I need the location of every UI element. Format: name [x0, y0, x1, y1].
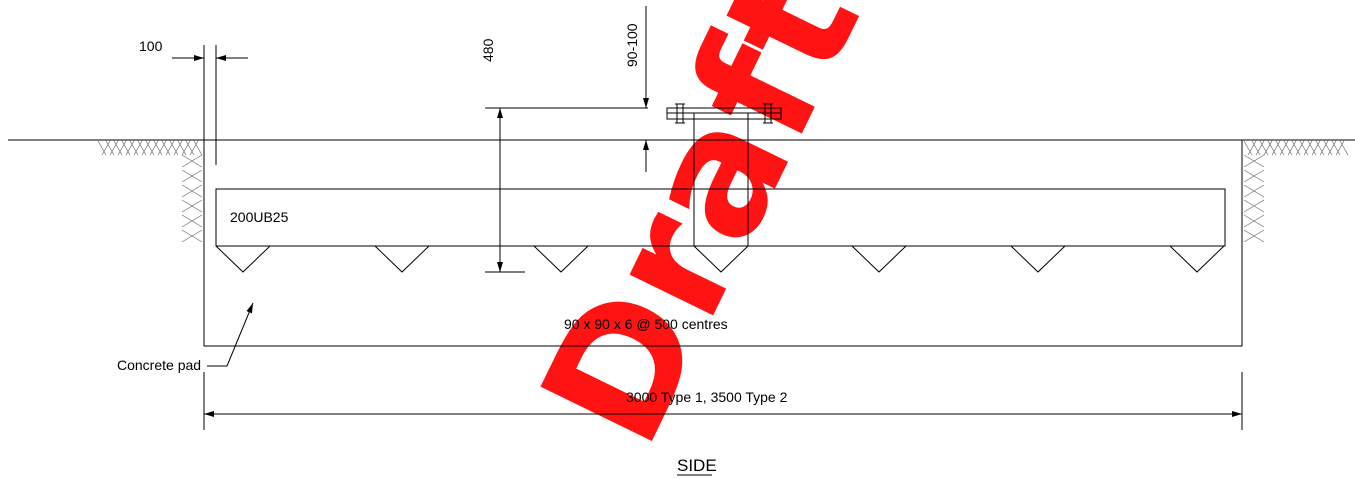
- pad-leader: [207, 302, 254, 367]
- dim-depth-label: 480: [480, 38, 496, 62]
- soil-hatch-right: [1243, 140, 1349, 243]
- pad-label: Concrete pad: [117, 357, 201, 373]
- angle-anchor: [533, 245, 589, 273]
- dim-edge-label: 100: [139, 38, 163, 54]
- dim-depth: [485, 107, 648, 273]
- soil-hatch-left: [97, 140, 203, 243]
- post-assembly: [666, 103, 782, 273]
- angle-anchors: [215, 245, 1225, 273]
- angle-anchor: [1169, 245, 1225, 273]
- beam-label: 200UB25: [230, 209, 289, 225]
- angle-anchor: [374, 245, 430, 273]
- angles-label: 90 x 90 x 6 @ 500 centres: [564, 316, 728, 332]
- concrete-pad: [203, 139, 1243, 347]
- dim-length-label: 3000 Type 1, 3500 Type 2: [626, 389, 788, 405]
- angle-anchor: [1010, 245, 1066, 273]
- angle-anchor: [851, 245, 907, 273]
- dim-edge: [172, 45, 248, 165]
- view-title: SIDE: [677, 456, 717, 475]
- post: [693, 113, 749, 273]
- dim-length: [203, 372, 1243, 430]
- dim-cover-label: 90-100: [624, 23, 640, 67]
- draft-watermark: Draft - Fo: [504, 0, 1081, 473]
- beam-200ub25: [215, 188, 1226, 247]
- angle-anchor: [215, 245, 271, 273]
